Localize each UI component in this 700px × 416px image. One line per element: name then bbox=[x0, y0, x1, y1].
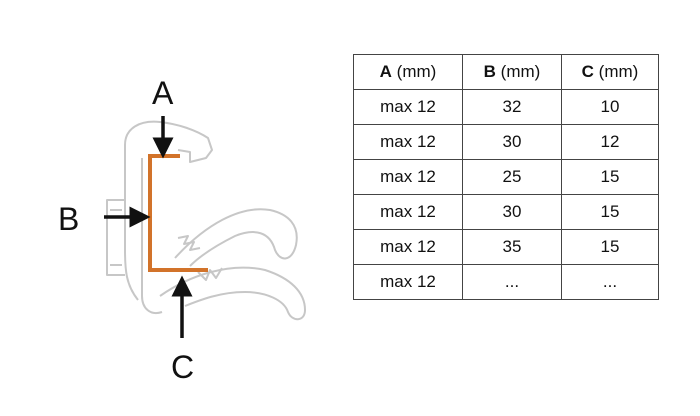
table-cell: 15 bbox=[561, 194, 659, 230]
table-cell: 10 bbox=[561, 89, 659, 125]
table-row: max 12 25 15 bbox=[353, 159, 659, 195]
table-cell: 15 bbox=[561, 159, 659, 195]
table-row: max 12 30 12 bbox=[353, 124, 659, 160]
table-cell: max 12 bbox=[353, 124, 463, 160]
column-header: C (mm) bbox=[561, 54, 659, 90]
column-header: A (mm) bbox=[353, 54, 463, 90]
table-row: max 12 30 15 bbox=[353, 194, 659, 230]
table-cell: 30 bbox=[462, 124, 562, 160]
table-cell: max 12 bbox=[353, 264, 463, 300]
rail-profile-outline bbox=[106, 120, 306, 321]
table-cell: 12 bbox=[561, 124, 659, 160]
label-a: A bbox=[152, 75, 174, 111]
table-cell: 35 bbox=[462, 229, 562, 265]
table-header-row: A (mm) B (mm) C (mm) bbox=[353, 54, 659, 90]
label-c: C bbox=[171, 349, 194, 385]
table-cell: max 12 bbox=[353, 159, 463, 195]
table-cell: max 12 bbox=[353, 89, 463, 125]
label-b: B bbox=[58, 201, 79, 237]
table-cell: 15 bbox=[561, 229, 659, 265]
column-header: B (mm) bbox=[462, 54, 562, 90]
table-row: max 12 ... ... bbox=[353, 264, 659, 300]
table-cell: 30 bbox=[462, 194, 562, 230]
table-cell: max 12 bbox=[353, 194, 463, 230]
table-cell: max 12 bbox=[353, 229, 463, 265]
dimensions-table: A (mm) B (mm) C (mm) max 12 32 10 max 12… bbox=[353, 54, 659, 300]
table-cell: 32 bbox=[462, 89, 562, 125]
table-cell: 25 bbox=[462, 159, 562, 195]
table-row: max 12 35 15 bbox=[353, 229, 659, 265]
table-cell: ... bbox=[561, 264, 659, 300]
table-cell: ... bbox=[462, 264, 562, 300]
table-row: max 12 32 10 bbox=[353, 89, 659, 125]
